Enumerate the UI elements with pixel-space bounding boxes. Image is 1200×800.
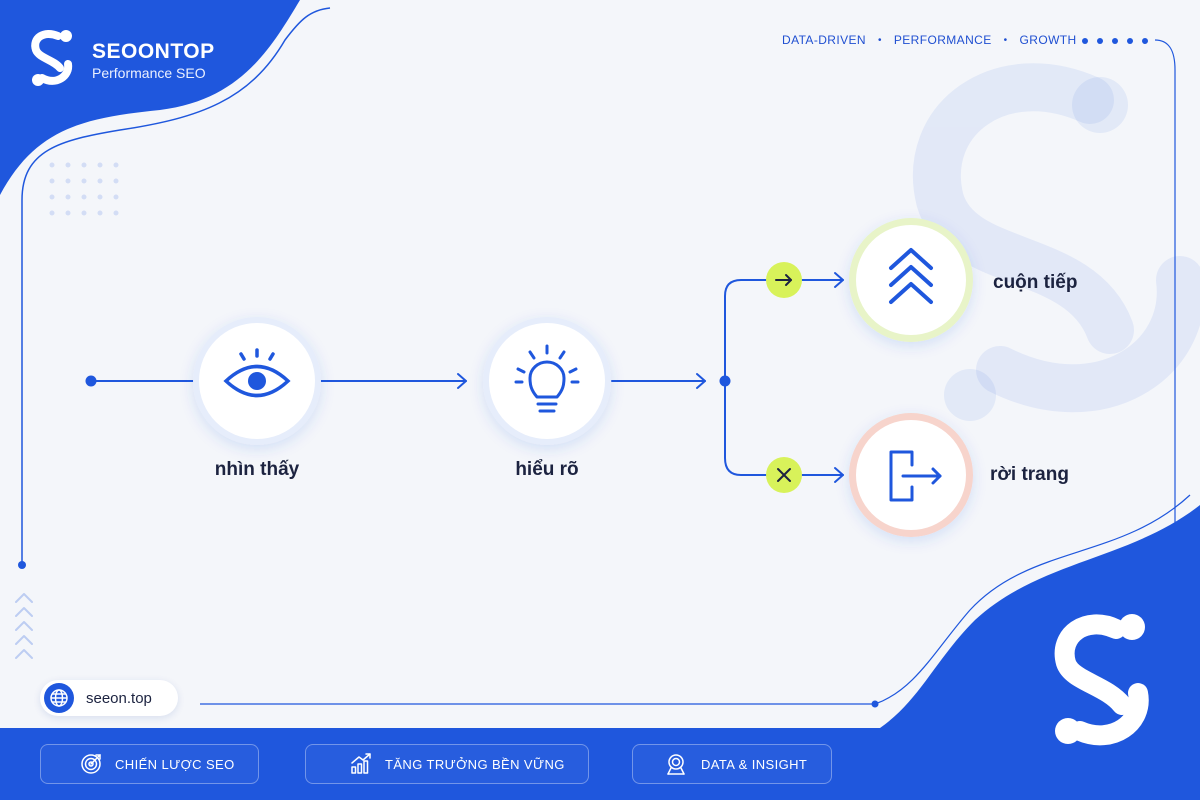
tagline-item: GROWTH [1019,33,1077,47]
node-scroll [849,218,973,342]
arrowhead [834,467,844,483]
eye-icon [223,348,291,398]
lightbulb-icon [514,344,580,413]
target-icon [81,754,101,774]
footer: CHIẾN LƯỢC SEO TĂNG TRƯỞNG BỀN VỮNG DATA… [0,728,1200,800]
start-dot [85,375,97,387]
tagline: DATA-DRIVEN • PERFORMANCE • GROWTH [782,33,1077,47]
footer-item-data-insight[interactable]: DATA & INSIGHT [632,744,832,784]
growth-chart-icon [351,753,371,774]
footer-item-seo-strategy[interactable]: CHIẾN LƯỢC SEO [40,744,259,784]
exit-icon [889,450,942,502]
branch-dot [719,375,731,387]
tagline-item: DATA-DRIVEN [782,33,866,47]
brand-logo-icon [31,29,73,86]
brand-subtitle: Performance SEO [92,65,206,81]
globe-icon [44,683,74,713]
tagline-separator: • [877,34,882,46]
close-icon [777,468,791,482]
url-pill[interactable]: seeon.top [40,680,178,716]
node-label-understand: hiểu rõ [515,459,579,480]
magnifier-icon [667,754,685,775]
node-label-leave: rời trang [990,464,1069,485]
footer-item-label: DATA & INSIGHT [701,756,808,772]
branch-line-up [724,279,767,382]
arrowhead [457,373,467,389]
branch-line-down [724,380,767,476]
url-text[interactable]: seeon.top [86,689,152,707]
arrowhead [696,373,706,389]
arrowhead [834,272,844,288]
brand-logo-large-icon [1054,614,1149,746]
footer-item-label: TĂNG TRƯỞNG BỀN VỮNG [385,756,565,772]
footer-item-label: CHIẾN LƯỢC SEO [115,756,235,772]
tagline-item: PERFORMANCE [893,33,992,47]
footer-item-growth[interactable]: TĂNG TRƯỞNG BỀN VỮNG [305,744,589,784]
node-understand [483,317,611,445]
chevrons-up-icon [889,248,933,304]
tagline-separator: • [1003,34,1008,46]
brand-name: SEOONTOP [92,40,215,63]
arrow-right-icon [775,274,792,286]
node-label-scroll: cuộn tiếp [993,272,1078,293]
node-label-see: nhìn thấy [214,459,300,480]
